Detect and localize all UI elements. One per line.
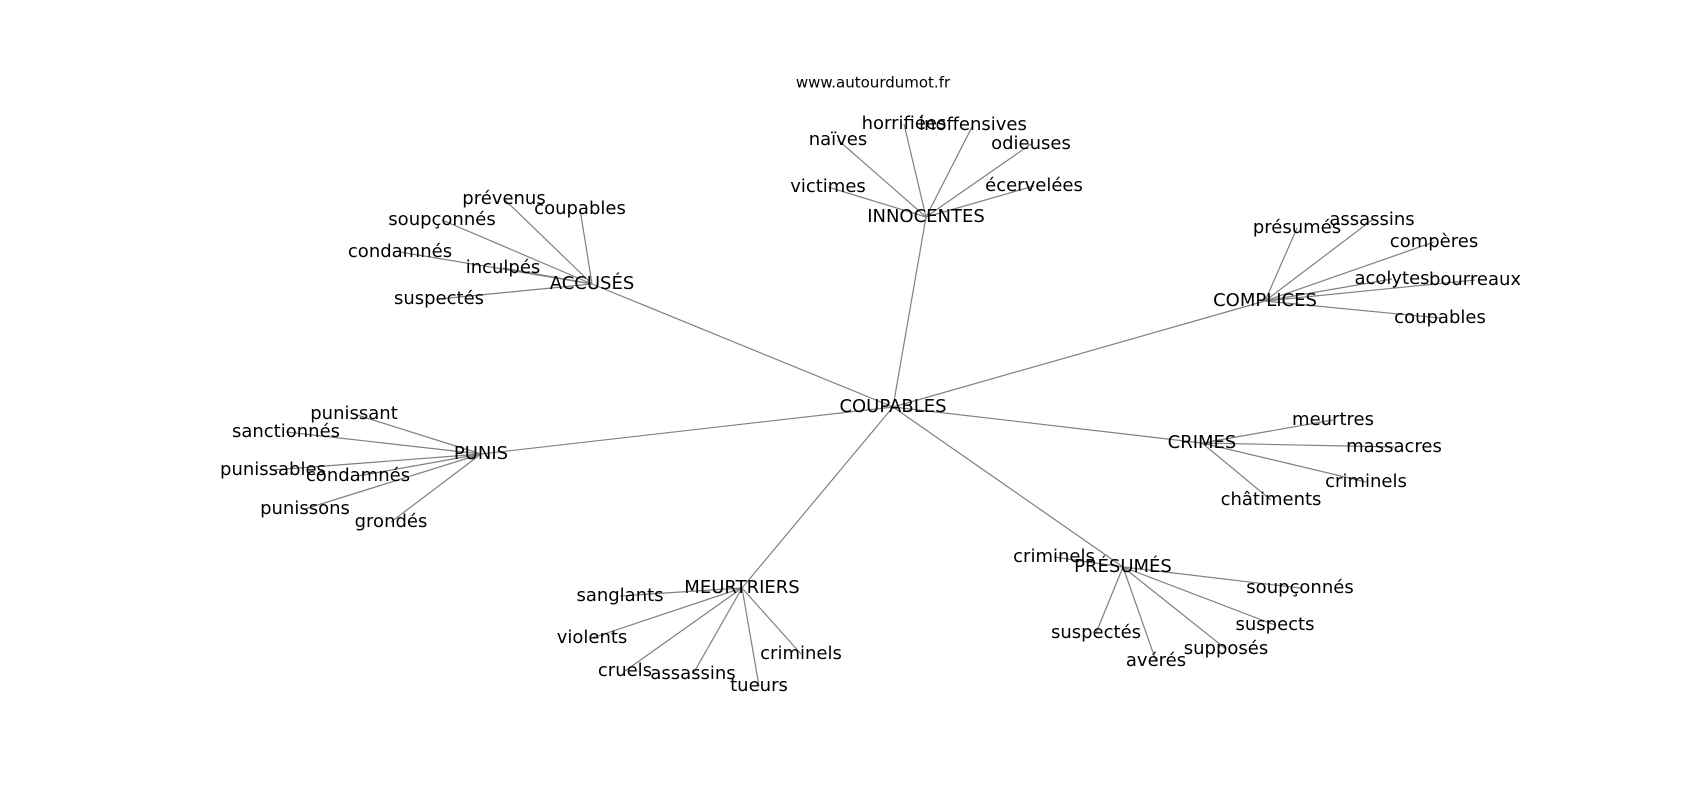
edge-accuses-prevenus (503, 198, 593, 285)
leaf-node-supposes: supposés (1184, 638, 1268, 659)
edge-complices-comperes (1264, 241, 1435, 302)
leaf-node-suspectes: suspectés (1051, 622, 1141, 643)
leaf-node-criminels: criminels (760, 643, 842, 664)
edge-complices-assassins (1264, 219, 1373, 302)
leaf-node-horrifiees: horrifiées (862, 113, 947, 134)
hub-node-innocentes: INNOCENTES (867, 206, 985, 227)
edge-meurtriers-assassins (692, 587, 743, 675)
leaf-node-inoffensives: inoffensives (919, 114, 1027, 135)
edge-presumes-suspects (1122, 566, 1276, 626)
leaf-node-coupables: coupables (1394, 307, 1486, 328)
leaf-node-condamnes: condamnés (348, 241, 452, 262)
leaf-node-punissons: punissons (260, 498, 350, 519)
leaf-node-sanctionnes: sanctionnés (232, 421, 340, 442)
edge-complices-bourreaux (1264, 279, 1476, 302)
edge-punis-punissant (353, 413, 482, 455)
edge-meurtriers-cruels (624, 587, 743, 672)
hub-node-crimes: CRIMES (1168, 432, 1237, 453)
edge-center-complices (892, 300, 1266, 408)
hub-node-punis: PUNIS (454, 443, 508, 464)
leaf-node-presumes: présumés (1253, 217, 1341, 238)
leaf-node-acolytes: acolytes (1354, 268, 1429, 289)
edge-punis-punissables (272, 453, 482, 471)
edge-crimes-chatiments (1201, 442, 1272, 501)
hub-node-presumes: PRÉSUMÉS (1074, 555, 1172, 577)
edge-center-meurtriers (741, 406, 894, 589)
leaf-node-ecervelees: écervelées (985, 175, 1083, 196)
edge-crimes-meurtres (1201, 419, 1334, 444)
leaf-node-victimes: victimes (790, 176, 866, 197)
edge-innocentes-victimes (827, 186, 927, 218)
edge-accuses-inculpes (502, 267, 593, 285)
edge-meurtriers-tueurs (741, 587, 760, 687)
edge-accuses-coupables (579, 208, 593, 285)
leaf-node-punissant: punissant (310, 403, 398, 424)
edge-crimes-massacres (1201, 442, 1395, 448)
edge-punis-grondes (390, 453, 482, 523)
edge-complices-acolytes (1264, 278, 1393, 302)
edge-meurtriers-criminels (741, 587, 802, 655)
edge-innocentes-odieuses (925, 143, 1032, 218)
leaf-node-assassins: assassins (650, 663, 735, 684)
leaf-node-soupconnes: soupçonnés (1246, 577, 1353, 598)
edge-presumes-soupconnes (1122, 566, 1301, 589)
leaf-node-soupconnes: soupçonnés (388, 209, 495, 230)
leaf-node-violents: violents (557, 627, 628, 648)
leaf-node-grondes: grondés (355, 511, 428, 532)
leaf-node-sanglants: sanglants (576, 585, 663, 606)
edge-center-innocentes (892, 216, 927, 408)
edge-innocentes-horrifiees (903, 123, 927, 218)
leaf-node-inculpes: inculpés (466, 257, 541, 278)
leaf-node-criminels: criminels (1325, 471, 1407, 492)
graph-labels: www.autourdumot.fr COUPABLESINNOCENTESvi… (220, 74, 1521, 697)
edge-center-presumes (892, 406, 1124, 568)
leaf-node-cruels: cruels (598, 660, 652, 681)
watermark-text: www.autourdumot.fr (796, 74, 951, 92)
leaf-node-naives: naïves (809, 129, 868, 150)
leaf-node-comperes: compères (1390, 231, 1478, 252)
leaf-node-assassins: assassins (1329, 209, 1414, 230)
leaf-node-meurtres: meurtres (1292, 409, 1374, 430)
edge-complices-presumes (1264, 227, 1298, 302)
edge-complices-coupables (1264, 300, 1441, 319)
edge-presumes-criminels (1053, 556, 1124, 568)
leaf-node-averes: avérés (1126, 650, 1186, 671)
edge-presumes-supposes (1122, 566, 1227, 650)
leaf-node-massacres: massacres (1346, 436, 1442, 457)
edge-center-punis (480, 406, 894, 455)
edge-punis-sanctionnes (285, 431, 482, 455)
leaf-node-chatiments: châtiments (1221, 489, 1322, 510)
edge-accuses-soupconnes (441, 219, 593, 285)
graph-edges (272, 123, 1476, 687)
edge-innocentes-ecervelees (925, 185, 1035, 218)
center-node-coupables: COUPABLES (839, 396, 946, 417)
leaf-node-suspectes: suspectés (394, 288, 484, 309)
edge-accuses-suspectes (438, 283, 593, 300)
edge-presumes-suspectes (1095, 566, 1124, 634)
edge-innocentes-naives (837, 139, 927, 218)
edge-crimes-criminels (1201, 442, 1367, 483)
edge-punis-condamnes (357, 453, 482, 477)
leaf-node-suspects: suspects (1236, 614, 1315, 635)
edge-innocentes-inoffensives (925, 124, 974, 218)
leaf-node-condamnes: condamnés (306, 465, 410, 486)
leaf-node-criminels: criminels (1013, 546, 1095, 567)
edge-center-crimes (892, 406, 1203, 444)
edge-center-accuses (591, 283, 894, 408)
leaf-node-prevenus: prévenus (462, 188, 545, 209)
edge-meurtriers-violents (591, 587, 743, 639)
leaf-node-coupables: coupables (534, 198, 626, 219)
leaf-node-tueurs: tueurs (730, 675, 788, 696)
leaf-node-odieuses: odieuses (991, 133, 1071, 154)
hub-node-complices: COMPLICES (1213, 290, 1317, 311)
hub-node-accuses: ACCUSÉS (550, 272, 635, 294)
edge-punis-punissons (304, 453, 482, 510)
leaf-node-bourreaux: bourreaux (1429, 269, 1521, 290)
hub-node-meurtriers: MEURTRIERS (684, 577, 799, 598)
edge-meurtriers-sanglants (619, 587, 743, 597)
leaf-node-punissables: punissables (220, 459, 326, 480)
edge-presumes-averes (1122, 566, 1157, 662)
